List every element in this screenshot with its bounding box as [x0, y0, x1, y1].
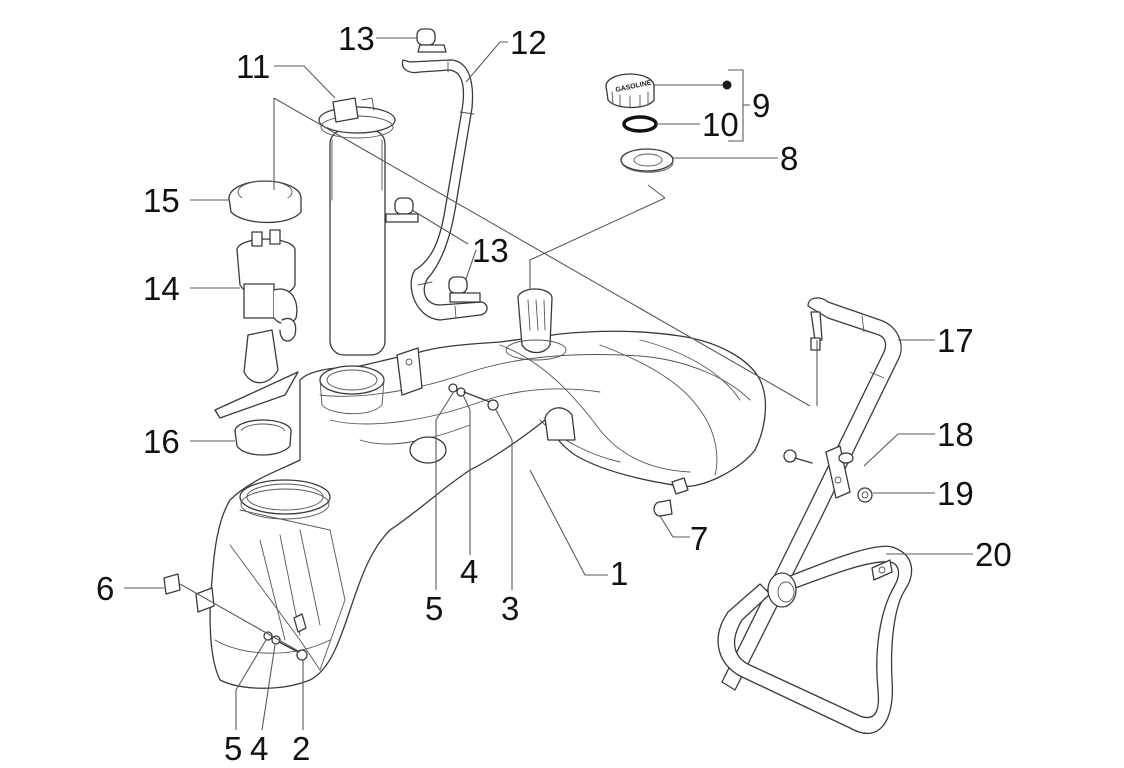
fuel-pump: [214, 229, 299, 419]
callout-14: 14: [143, 270, 180, 307]
drain-hose: [721, 297, 902, 691]
clip-nut: [163, 573, 215, 613]
nut: [857, 487, 873, 503]
callout-5-upper: 5: [425, 590, 443, 627]
hose-clamp-upper: [385, 197, 419, 223]
callout-labels: 1 2 3 4 4 5 5 6 7 8 9 10 11 12 13 13 14 …: [96, 20, 1012, 767]
callout-10: 10: [702, 106, 739, 143]
callout-11: 11: [236, 48, 270, 85]
o-ring: [622, 115, 658, 133]
fuel-level-sender: [318, 97, 396, 356]
hose-bracket: [825, 445, 854, 499]
pump-seal: [234, 419, 292, 456]
callout-7: 7: [690, 520, 708, 557]
hose-clamp-lower: [448, 276, 481, 303]
callout-5-lower: 5: [224, 730, 242, 767]
callout-3: 3: [501, 590, 519, 627]
callout-8: 8: [780, 140, 798, 177]
lock-ring: [228, 180, 302, 224]
callout-15: 15: [143, 182, 180, 219]
breather-hose: [401, 59, 488, 321]
callout-6: 6: [96, 570, 114, 607]
callout-13-top: 13: [338, 20, 375, 57]
callout-9: 9: [752, 87, 770, 124]
leader-lines: [124, 37, 973, 731]
callout-2: 2: [292, 730, 310, 767]
fuel-tank: [209, 288, 767, 689]
callout-18: 18: [937, 416, 974, 453]
callout-13-mid: 13: [472, 232, 509, 269]
callout-4-lower: 4: [250, 730, 268, 767]
callout-17: 17: [937, 322, 974, 359]
fasteners-lower: [263, 613, 308, 661]
callout-20: 20: [975, 536, 1012, 573]
callout-16: 16: [143, 423, 180, 460]
fasteners-upper: [448, 383, 499, 411]
callout-4-upper: 4: [460, 553, 478, 590]
cap-plug: [653, 499, 673, 517]
callout-19: 19: [937, 475, 974, 512]
filler-neck-gasket: [620, 148, 674, 173]
hose-clamp-top: [416, 28, 447, 53]
fuel-cap: GASOLINE: [605, 73, 655, 109]
callout-1: 1: [610, 555, 628, 592]
overflow-hose: [717, 545, 913, 734]
screw: [783, 449, 813, 464]
callout-12: 12: [510, 24, 547, 61]
